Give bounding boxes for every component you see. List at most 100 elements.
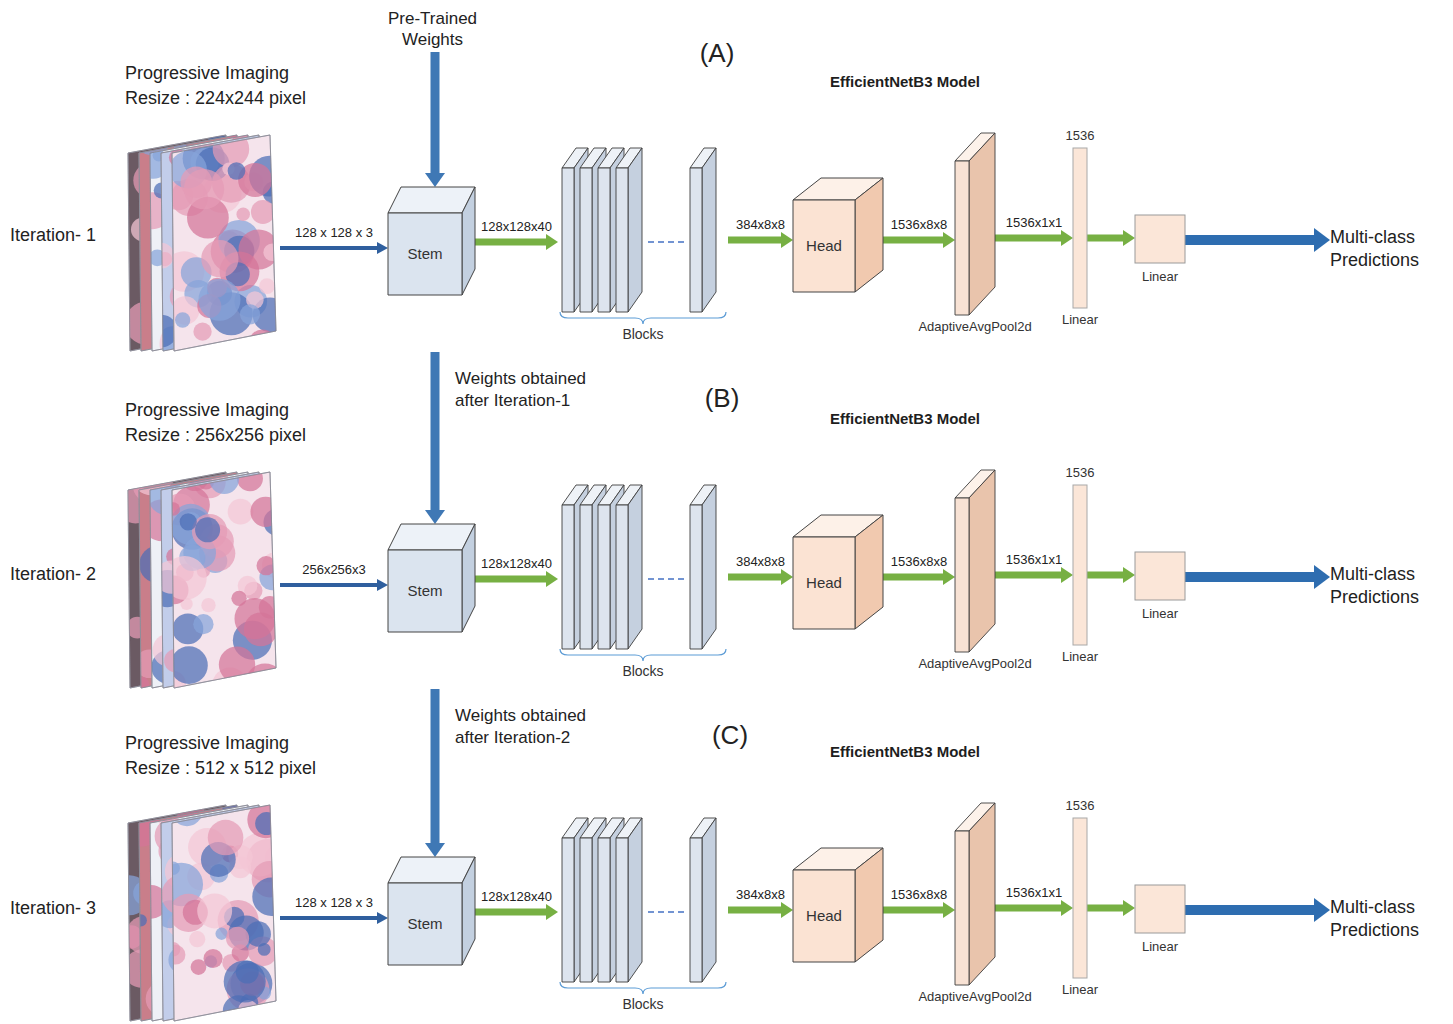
linear-slab (1073, 148, 1087, 308)
stem-block: Stem (388, 187, 475, 295)
model-box: EfficientNetB3 ModelStemBlocksHeadAdapti… (318, 767, 1283, 1022)
pool-slab (955, 470, 995, 652)
slab-front (616, 838, 628, 982)
tensor-shape-label: 384x8x8 (734, 554, 787, 570)
blocks-drawing (558, 148, 728, 324)
backbone-region (330, 113, 800, 330)
arrow-head (1123, 900, 1135, 916)
blocks-label: Blocks (622, 663, 663, 680)
pool-label: AdaptiveAvgPool2d (918, 656, 1031, 672)
slab-front (562, 168, 574, 312)
image-heading: Progressive Imaging (125, 733, 289, 755)
cell-blob (175, 312, 190, 327)
arrow-shaft (280, 916, 377, 920)
connector-arrow (475, 571, 558, 587)
slab-side (628, 485, 642, 649)
arrow-head (1061, 567, 1073, 583)
tensor-shape-label: 1536x8x8 (889, 217, 949, 233)
cell-blob (141, 136, 158, 153)
model-outline (318, 97, 1283, 352)
connector-arrow (995, 230, 1073, 246)
blocks-stack: Blocks (558, 485, 728, 661)
dotted-edge (1185, 113, 1270, 185)
tensor-shape-label: 128 x 128 x 3 (293, 895, 375, 911)
image-stack: Progressive ImagingResize : 512 x 512 pi… (128, 805, 280, 1022)
linear-box-rect (1135, 885, 1185, 933)
cell-blob (252, 877, 290, 915)
cell-blob (251, 200, 275, 224)
arrow-shaft (1185, 572, 1314, 582)
cell-blob (258, 943, 271, 956)
blocks-drawing (558, 818, 728, 994)
model-title: EfficientNetB3 Model (830, 410, 980, 428)
tensor-shape-label: 384x8x8 (734, 217, 787, 233)
cell-blob (166, 862, 180, 876)
dotted-edge (740, 113, 800, 185)
connector-arrow (1185, 898, 1330, 922)
arrow-head (425, 843, 445, 857)
cell-blob (259, 278, 275, 294)
tensor-shape-label: 256x256x3 (300, 562, 368, 578)
model-outline (1198, 767, 1283, 845)
panel-letter: (A) (700, 38, 735, 69)
connector-arrow (1087, 900, 1135, 916)
pool-slab (955, 803, 995, 985)
connector-arrow (1185, 565, 1330, 589)
cell-blob (259, 596, 281, 618)
head-region (740, 450, 1270, 667)
connector-arrow (1087, 230, 1135, 246)
dotted-edge (740, 450, 800, 522)
tensor-shape-label: 1536x1x1 (1004, 552, 1064, 568)
weights-transfer-label: Weights obtained after Iteration-1 (455, 368, 620, 412)
prediction-output: Multi-class Predictions (1330, 226, 1448, 276)
tensor-shape-label: 1536x8x8 (889, 887, 949, 903)
linear-slab (1073, 818, 1087, 978)
linear-slab-rect (1073, 485, 1087, 645)
slab-front (598, 505, 610, 649)
cell-blob (236, 208, 249, 221)
linear-output: Linear (1135, 215, 1185, 263)
head-block: Head (793, 178, 883, 292)
model-outline (1197, 512, 1200, 689)
head-cube (793, 515, 883, 629)
cell-blob (148, 243, 174, 269)
dotted-edge (430, 782, 800, 783)
pool-label: AdaptiveAvgPool2d (918, 319, 1031, 335)
model-outline (318, 434, 1283, 689)
connector-arrow (995, 567, 1073, 583)
head-label: Head (793, 537, 855, 629)
cube-front (388, 883, 462, 965)
dotted-edge (800, 449, 1270, 450)
iteration-label: Iteration- 2 (10, 564, 96, 586)
cube-top (388, 187, 475, 213)
arrow-head (425, 173, 445, 187)
cell-blob (224, 960, 266, 1002)
head-label: Head (793, 870, 855, 962)
cell-blob (163, 556, 207, 600)
connector-arrow (425, 689, 445, 857)
arrow-shaft (883, 907, 943, 914)
image-texture (160, 795, 291, 1024)
connector-arrow (883, 902, 955, 918)
linear-box (1135, 552, 1185, 600)
linear-label: Linear (1142, 269, 1178, 285)
dotted-edge (330, 783, 430, 855)
slab-side (969, 803, 995, 985)
model-outline (318, 844, 1198, 847)
resize-label: Resize : 224x244 pixel (125, 88, 306, 110)
dimension-label: 1536 (1066, 128, 1095, 144)
dotted-edge (430, 449, 800, 450)
dotted-edge (1269, 450, 1270, 607)
prediction-label: Multi-class Predictions (1330, 896, 1448, 943)
stem-label: Stem (388, 550, 462, 632)
iteration-label: Iteration- 1 (10, 225, 96, 247)
panel-letter: (B) (705, 383, 740, 414)
dotted-edge (800, 782, 1270, 783)
arrow-shaft (431, 689, 440, 843)
brace (560, 649, 726, 661)
blocks-label: Blocks (622, 326, 663, 343)
arrow-shaft (1087, 905, 1123, 912)
cell-blob (182, 464, 209, 491)
cube-side (462, 187, 475, 295)
dotted-edge (330, 185, 740, 330)
